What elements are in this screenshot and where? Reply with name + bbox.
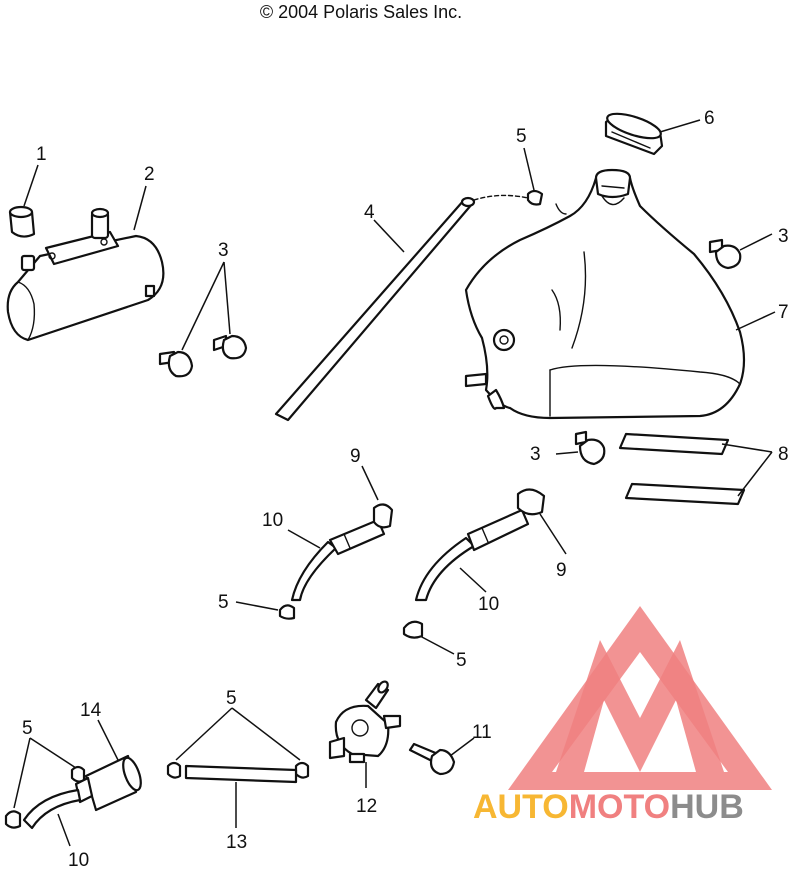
callout-1: 1 [36, 144, 47, 165]
callout-13: 13 [226, 832, 247, 853]
part-13-hose [184, 764, 298, 784]
part-1-cap [8, 205, 36, 238]
callout-5-top: 5 [516, 126, 527, 147]
part-5-clamp-mid-right [402, 620, 424, 639]
callout-10-bottom: 10 [68, 850, 89, 869]
callout-11: 11 [472, 722, 492, 743]
logo-m-shape [556, 640, 724, 772]
logo-text-hub: HUB [670, 788, 744, 826]
logo-text-moto: MOTO [569, 788, 670, 826]
callout-numbers: 1 2 3 3 3 4 5 5 5 5 5 6 7 8 9 9 10 10 10… [22, 108, 789, 869]
part-11-bolt [408, 742, 456, 776]
callout-7: 7 [778, 302, 789, 323]
part-5-clamp-bottom-b [294, 761, 310, 779]
part-7-fuel-tank [464, 168, 746, 420]
callout-2: 2 [144, 164, 155, 185]
part-8-decals [618, 432, 746, 506]
part-4-vent-hose [274, 194, 529, 422]
callout-3-right-top: 3 [778, 226, 789, 247]
callout-5-bottom-left: 5 [22, 718, 33, 739]
callout-12: 12 [356, 796, 377, 817]
callout-9-right: 9 [556, 560, 567, 581]
part-2-reservoir [6, 207, 165, 342]
callout-6: 6 [704, 108, 715, 129]
part-9-clamp-left [372, 503, 394, 529]
callout-14: 14 [80, 700, 102, 721]
callout-3-left: 3 [218, 240, 229, 261]
part-10-fuel-line-bottom [22, 788, 82, 830]
logo-inner-cut [552, 652, 728, 772]
part-14-fuel-pump [74, 754, 142, 812]
part-9-clamp-right [516, 488, 546, 516]
part-5-clamp-mid-left [278, 604, 296, 620]
logo-text: AUTOMOTOHUB [473, 788, 744, 826]
callout-5-bottom-mid: 5 [226, 688, 237, 709]
part-3-bolt-left-a [158, 350, 194, 378]
part-5-clamp-top [526, 189, 544, 206]
callout-3-right-bottom: 3 [530, 444, 541, 465]
leader-lines [13, 119, 776, 847]
callout-4: 4 [364, 202, 375, 223]
part-10-fuel-line-left [290, 518, 386, 602]
part-3-bolt-right-top [708, 238, 742, 270]
copyright-notice: © 2004 Polaris Sales Inc. [259, 2, 463, 22]
part-3-bolt-left-b [212, 334, 248, 360]
callout-5-mid-left: 5 [218, 592, 229, 613]
part-12-fuel-valve [328, 680, 402, 764]
logo-text-auto: AUTO [473, 788, 569, 826]
callout-8: 8 [778, 444, 789, 465]
callout-5-mid-right: 5 [456, 650, 467, 671]
watermark-logo: AUTOMOTOHUB [473, 606, 772, 826]
callout-10-right: 10 [478, 594, 499, 615]
part-6-fuel-cap [604, 112, 664, 156]
part-3-bolt-right-bottom [574, 430, 606, 466]
part-5-clamp-bottom-a [166, 761, 182, 779]
part-10-fuel-line-right [414, 508, 530, 602]
callout-9-left: 9 [350, 446, 361, 467]
callout-10-left: 10 [262, 510, 283, 531]
